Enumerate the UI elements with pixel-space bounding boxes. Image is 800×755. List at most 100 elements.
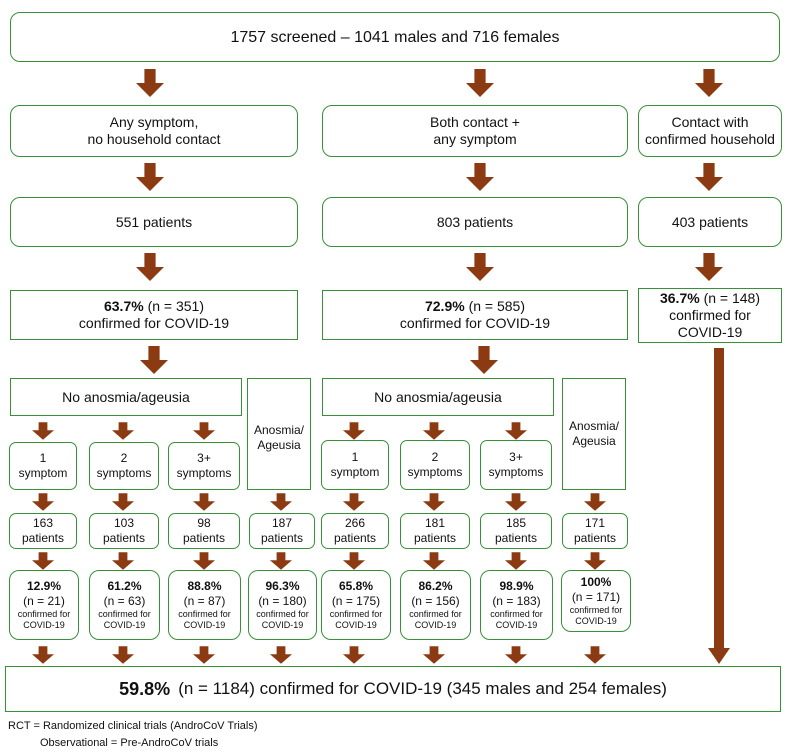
group-confirmed-n: (n = 63) xyxy=(103,594,146,608)
arrow-down-icon xyxy=(193,646,215,664)
symptom-word: symptoms xyxy=(176,466,232,480)
category-label: any symptom xyxy=(433,131,517,147)
arrow-down-icon xyxy=(695,253,723,281)
group-confirmed-percent: 65.8% xyxy=(338,579,374,593)
arrow-down-icon xyxy=(112,422,134,440)
group-confirmed-text: confirmed for xyxy=(256,609,309,619)
group-confirmed-text: confirmed for xyxy=(490,609,543,619)
confirmed-line: 72.9% (n = 585) xyxy=(425,298,525,315)
screened-text: 1757 screened – 1041 males and 716 femal… xyxy=(230,28,560,46)
group-patients-count: 181 xyxy=(424,516,446,530)
group-patients-count: 171 xyxy=(584,516,606,530)
group-confirmed-box: 12.9% (n = 21) confirmed for COVID-19 xyxy=(9,570,79,640)
group-confirmed-box: 86.2% (n = 156) confirmed for COVID-19 xyxy=(400,570,471,640)
anosmia-label: Ageusia xyxy=(572,434,616,448)
arrow-down-icon xyxy=(193,422,215,440)
group-patients-word: patients xyxy=(413,531,457,545)
group-confirmed-box: 61.2% (n = 63) confirmed for COVID-19 xyxy=(89,570,160,640)
group-confirmed-text: confirmed for xyxy=(98,609,151,619)
symptom-count: 2 xyxy=(431,450,439,464)
symptom-box: 3+symptoms xyxy=(168,442,240,490)
group-confirmed-n: (n = 21) xyxy=(23,594,65,608)
group-patients-count: 266 xyxy=(344,516,366,530)
category-box-left: Any symptom, no household contact xyxy=(10,105,298,157)
arrow-down-icon xyxy=(343,422,365,440)
group-patients-count: 163 xyxy=(32,516,54,530)
category-box-right: Contact with confirmed household xyxy=(638,105,782,157)
final-percent: 59.8% xyxy=(119,678,171,699)
arrow-down-icon xyxy=(32,552,54,570)
legend-line: Observational = Pre-AndroCoV trials xyxy=(40,737,219,749)
arrow-down-icon xyxy=(505,646,527,664)
symptom-word: symptom xyxy=(18,466,68,480)
group-confirmed-box: 100% (n = 171) confirmed for COVID-19 xyxy=(561,570,631,632)
arrow-down-icon xyxy=(695,163,723,191)
legend-line: RCT = Randomized clinical trials (AndroC… xyxy=(8,720,258,732)
group-confirmed-text: COVID-19 xyxy=(335,620,377,630)
group-patients-word: patients xyxy=(102,531,146,545)
group-confirmed-n: (n = 175) xyxy=(331,594,381,608)
group-confirmed-n: (n = 156) xyxy=(411,594,460,608)
confirmed-line: 63.7% (n = 351) xyxy=(104,298,204,315)
confirmed-text: confirmed for COVID-19 xyxy=(399,315,551,331)
confirmed-box-left: 63.7% (n = 351) confirmed for COVID-19 xyxy=(10,290,298,340)
no-anosmia-box-middle: No anosmia/ageusia xyxy=(322,378,554,416)
arrow-down-icon xyxy=(423,422,445,440)
arrow-down-icon xyxy=(466,253,494,281)
group-patients-count: 187 xyxy=(271,516,293,530)
anosmia-box-left: Anosmia/ Ageusia xyxy=(247,378,311,490)
final-box: 59.8% (n = 1184) confirmed for COVID-19 … xyxy=(5,666,781,712)
category-label: no household contact xyxy=(87,131,221,147)
confirmed-text: confirmed for COVID-19 xyxy=(78,315,230,331)
confirmed-n: (n = 148) xyxy=(703,290,761,306)
group-confirmed-box: 65.8% (n = 175) confirmed for COVID-19 xyxy=(321,570,391,640)
category-label: confirmed household xyxy=(645,131,775,147)
arrow-down-icon xyxy=(584,493,606,511)
confirmed-box-middle: 72.9% (n = 585) confirmed for COVID-19 xyxy=(322,290,628,340)
screened-box: 1757 screened – 1041 males and 716 femal… xyxy=(10,12,780,62)
group-confirmed-percent: 12.9% xyxy=(26,579,62,593)
arrow-down-icon xyxy=(695,69,723,97)
category-label: Contact with xyxy=(671,114,749,130)
no-anosmia-label: No anosmia/ageusia xyxy=(374,388,502,405)
group-confirmed-text: confirmed for xyxy=(569,605,623,615)
symptom-count: 3+ xyxy=(509,450,523,464)
arrow-down-icon xyxy=(32,493,54,511)
patients-box-right: 403 patients xyxy=(638,197,782,247)
group-patients-word: patients xyxy=(260,531,304,545)
group-confirmed-text: COVID-19 xyxy=(261,620,304,630)
group-confirmed-text: COVID-19 xyxy=(23,620,65,630)
patients-count: 803 patients xyxy=(436,213,514,230)
group-confirmed-box: 88.8% (n = 87) confirmed for COVID-19 xyxy=(168,570,241,640)
arrow-down-icon xyxy=(270,646,292,664)
arrow-down-icon xyxy=(505,552,527,570)
symptom-word: symptom xyxy=(330,465,380,479)
arrow-down-icon xyxy=(112,493,134,511)
arrow-down-icon xyxy=(32,646,54,664)
arrow-down-icon xyxy=(584,646,606,664)
arrow-down-icon xyxy=(32,422,54,440)
group-confirmed-box: 96.3% (n = 180) confirmed for COVID-19 xyxy=(248,570,317,640)
anosmia-box-right: Anosmia/ Ageusia xyxy=(562,378,626,490)
symptom-word: symptoms xyxy=(407,465,463,479)
arrow-down-icon xyxy=(193,493,215,511)
symptom-count: 1 xyxy=(351,450,359,464)
patients-box-left: 551 patients xyxy=(10,197,298,247)
group-confirmed-n: (n = 171) xyxy=(571,590,621,604)
final-text: (n = 1184) confirmed for COVID-19 (345 m… xyxy=(178,679,667,698)
confirmed-percent: 72.9% xyxy=(424,298,465,314)
group-confirmed-percent: 61.2% xyxy=(107,579,142,593)
group-confirmed-text: COVID-19 xyxy=(575,616,617,626)
arrow-down-icon xyxy=(343,493,365,511)
arrow-down-icon xyxy=(270,552,292,570)
symptom-count: 1 xyxy=(39,451,47,465)
group-confirmed-n: (n = 180) xyxy=(258,594,307,608)
confirmed-text: COVID-19 xyxy=(677,324,743,340)
arrow-down-icon xyxy=(193,552,215,570)
